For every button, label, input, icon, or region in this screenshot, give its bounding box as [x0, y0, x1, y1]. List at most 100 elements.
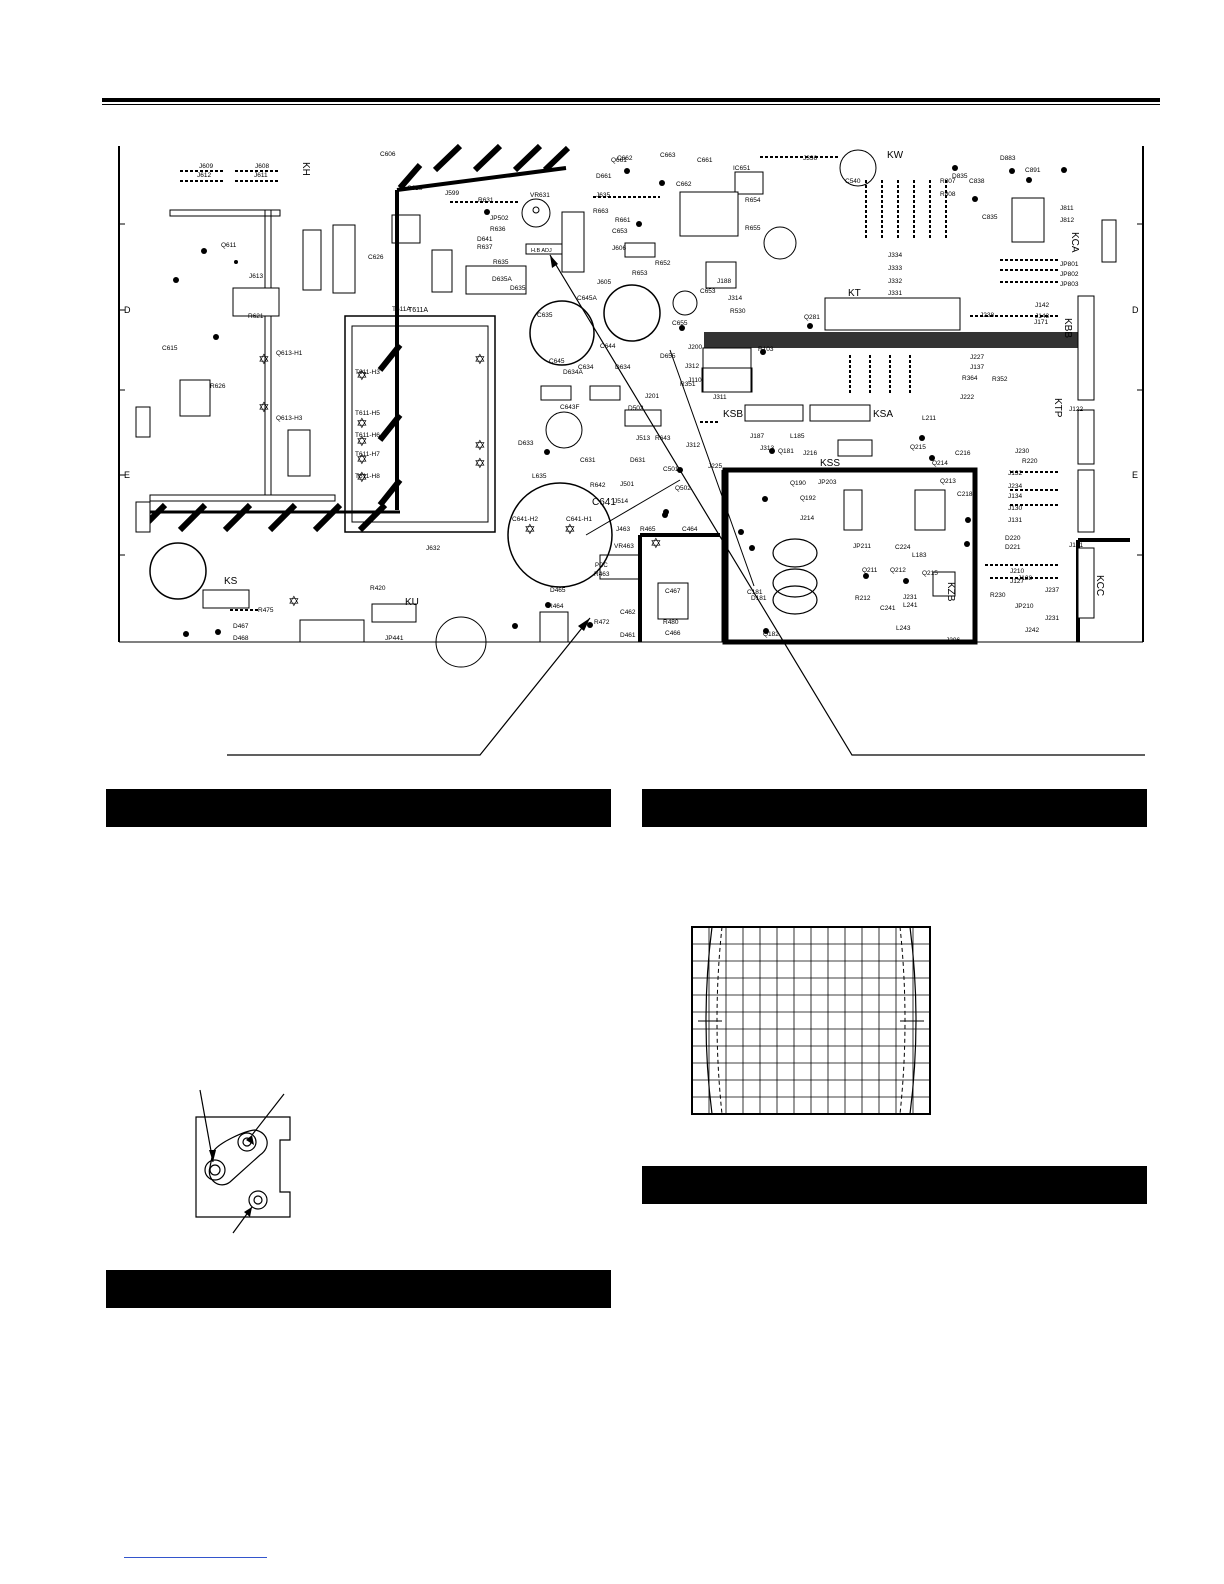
pot-adjustment-diagram — [195, 1089, 291, 1234]
svg-text:J200: J200 — [688, 344, 702, 351]
svg-text:Q214: Q214 — [932, 460, 948, 467]
section-title-right-top — [642, 800, 652, 816]
vr631-body — [521, 198, 551, 228]
svg-text:J812: J812 — [1060, 217, 1074, 224]
svg-text:KTP: KTP — [1052, 398, 1063, 418]
svg-text:C644: C644 — [600, 343, 616, 350]
svg-text:J171: J171 — [1034, 319, 1048, 326]
svg-text:R654: R654 — [745, 197, 761, 204]
svg-text:D835: D835 — [952, 173, 968, 180]
svg-text:C462: C462 — [620, 609, 636, 616]
svg-text:✡: ✡ — [474, 351, 486, 367]
vr631-screw — [532, 206, 540, 214]
section-header-left-bottom — [106, 1270, 611, 1308]
svg-text:J333: J333 — [888, 265, 902, 272]
svg-text:J130: J130 — [1008, 505, 1022, 512]
svg-text:J513: J513 — [636, 435, 650, 442]
svg-text:J463: J463 — [616, 526, 630, 533]
svg-text:J514: J514 — [614, 498, 628, 505]
large-capacitors — [149, 149, 877, 668]
section-title-right-bottom — [642, 1177, 652, 1193]
svg-text:Q213: Q213 — [940, 478, 956, 485]
svg-text:L243: L243 — [896, 625, 911, 632]
svg-text:J142: J142 — [1035, 302, 1049, 309]
hv-rail-top — [396, 166, 567, 192]
svg-text:✡: ✡ — [564, 521, 576, 537]
svg-text:D655: D655 — [660, 353, 676, 360]
svg-text:Q211: Q211 — [862, 567, 878, 574]
crystal-oval-group — [772, 538, 818, 615]
svg-text:R621: R621 — [248, 313, 264, 320]
svg-text:J230: J230 — [1015, 448, 1029, 455]
svg-text:J313: J313 — [760, 445, 774, 452]
svg-text:J234: J234 — [1008, 483, 1022, 490]
svg-text:KT: KT — [848, 288, 861, 299]
svg-text:E: E — [1132, 470, 1138, 480]
svg-text:D465: D465 — [550, 587, 566, 594]
svg-text:C641: C641 — [592, 497, 616, 508]
svg-text:✡: ✡ — [474, 455, 486, 471]
section-header-right-bottom — [642, 1166, 1147, 1204]
svg-text:R635: R635 — [493, 259, 509, 266]
svg-text:C181: C181 — [747, 589, 763, 596]
svg-text:R637: R637 — [477, 244, 493, 251]
svg-text:J632: J632 — [426, 545, 440, 552]
svg-text:Q212: Q212 — [890, 567, 906, 574]
t611a-label: T611A — [408, 307, 428, 314]
svg-text:KU: KU — [405, 597, 419, 608]
left-top-rail — [169, 209, 281, 217]
header-rule-thin — [102, 104, 1160, 105]
svg-text:C655: C655 — [672, 320, 688, 327]
jumper-wires — [180, 156, 1060, 611]
svg-text:C626: C626 — [368, 254, 384, 261]
svg-text:✡: ✡ — [258, 351, 270, 367]
svg-text:T611-H5: T611-H5 — [355, 410, 380, 417]
svg-text:R663: R663 — [593, 208, 609, 215]
svg-text:C662: C662 — [676, 181, 692, 188]
svg-text:R626: R626 — [210, 383, 226, 390]
svg-text:J611: J611 — [254, 172, 268, 179]
svg-text:T611-H8: T611-H8 — [355, 473, 380, 480]
svg-text:Q502: Q502 — [675, 485, 691, 492]
svg-text:D631: D631 — [630, 457, 646, 464]
svg-text:J216: J216 — [803, 450, 817, 457]
svg-text:R808: R808 — [940, 191, 956, 198]
screen-pattern-diagram — [691, 926, 931, 1115]
svg-text:R230: R230 — [990, 592, 1006, 599]
svg-text:JP211: JP211 — [853, 543, 871, 550]
left-bottom-rail — [149, 494, 336, 502]
svg-text:R463: R463 — [594, 571, 610, 578]
svg-text:J609: J609 — [199, 163, 213, 170]
svg-text:KSA: KSA — [873, 409, 893, 420]
svg-text:R655: R655 — [745, 225, 761, 232]
section-title-left-top — [106, 800, 116, 816]
flyback-transformer-inner — [351, 325, 489, 523]
svg-text:H.B ADJ: H.B ADJ — [531, 248, 552, 254]
svg-text:C635: C635 — [537, 312, 553, 319]
svg-text:C653: C653 — [700, 288, 716, 295]
svg-text:R653: R653 — [632, 270, 648, 277]
small-parts — [179, 197, 1045, 643]
svg-text:KW: KW — [887, 150, 904, 161]
svg-text:C540: C540 — [845, 178, 861, 185]
svg-text:J121: J121 — [1069, 542, 1083, 549]
svg-text:KS: KS — [224, 576, 238, 587]
footer-link-underline — [124, 1557, 267, 1558]
svg-text:KCC: KCC — [1094, 575, 1105, 596]
svg-text:KH: KH — [300, 162, 311, 176]
svg-text:D883: D883 — [1000, 155, 1016, 162]
svg-text:Q281: Q281 — [804, 314, 820, 321]
svg-text:R220: R220 — [1022, 458, 1038, 465]
svg-text:C835: C835 — [982, 214, 998, 221]
svg-text:J225: J225 — [708, 463, 722, 470]
svg-text:J134: J134 — [1008, 493, 1022, 500]
svg-text:✡: ✡ — [474, 437, 486, 453]
svg-text:R652: R652 — [655, 260, 671, 267]
svg-text:D634: D634 — [615, 364, 631, 371]
svg-text:R475: R475 — [258, 607, 274, 614]
svg-text:Q613-H3: Q613-H3 — [276, 415, 303, 422]
svg-text:J128: J128 — [1018, 575, 1032, 582]
svg-text:L183: L183 — [912, 552, 927, 559]
